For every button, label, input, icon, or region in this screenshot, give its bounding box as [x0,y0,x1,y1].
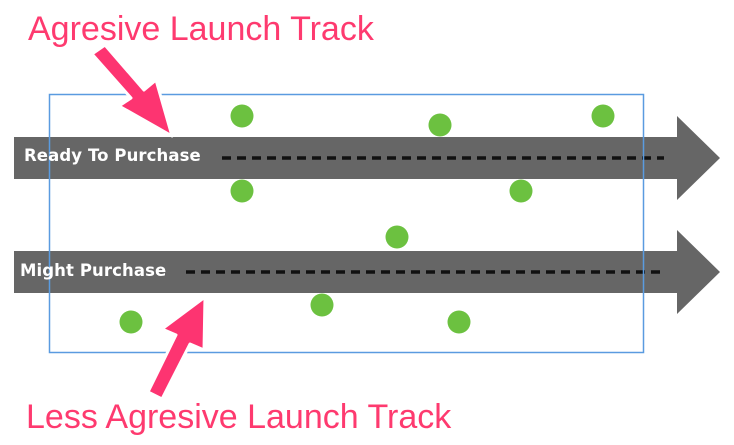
customer-dot [310,293,334,317]
customer-dot [591,104,615,128]
pointer-arrow-icon [90,43,174,138]
track-arrow-ready-to-purchase [14,116,720,200]
customer-dot [230,179,254,203]
callout-top-title: Agresive Launch Track [26,8,378,51]
pointer-arrow-icon [146,295,207,401]
customer-dot [385,225,409,249]
customer-dot [509,179,533,203]
customer-dot [230,104,254,128]
track-label-ready-to-purchase: Ready To Purchase [24,146,201,165]
selection-frame [48,93,645,354]
callout-aggressive-launch-track: Agresive Launch Track [28,10,375,48]
track-label-might-purchase: Might Purchase [20,261,167,280]
customer-dot [428,113,452,137]
customer-dot [447,310,471,334]
customer-dot [119,310,143,334]
